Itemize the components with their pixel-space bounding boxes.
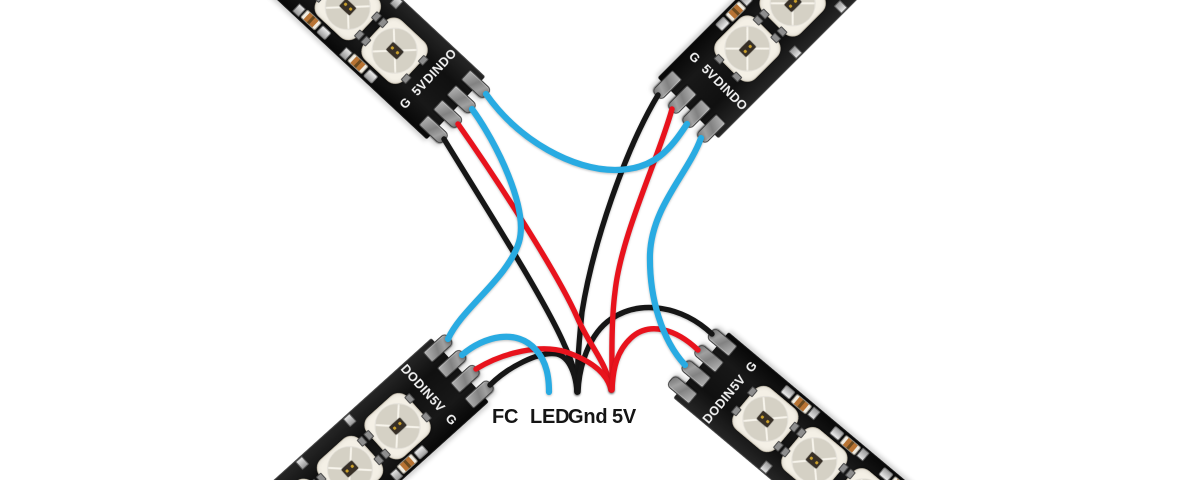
fc-label-gnd: Gnd — [568, 406, 608, 428]
wire-chain-tr-br — [646, 134, 705, 369]
wire-gnd-bl — [487, 350, 580, 395]
wire-5v-bl — [473, 346, 614, 393]
wire-gnd-tr — [574, 92, 661, 395]
wire-5v-br — [609, 326, 701, 393]
wire-chain-bl-tl — [444, 105, 524, 343]
fc-label-led: LED — [530, 406, 570, 428]
wire-5v-tl — [455, 121, 614, 393]
wire-chain-tl-tr — [482, 90, 691, 174]
fc-label-fc: FC — [492, 406, 519, 428]
fc-label-5v: 5V — [612, 406, 637, 428]
wire-led-signal — [458, 333, 553, 396]
wire-gnd-br — [575, 304, 715, 395]
wire-5v-tr — [609, 106, 675, 393]
